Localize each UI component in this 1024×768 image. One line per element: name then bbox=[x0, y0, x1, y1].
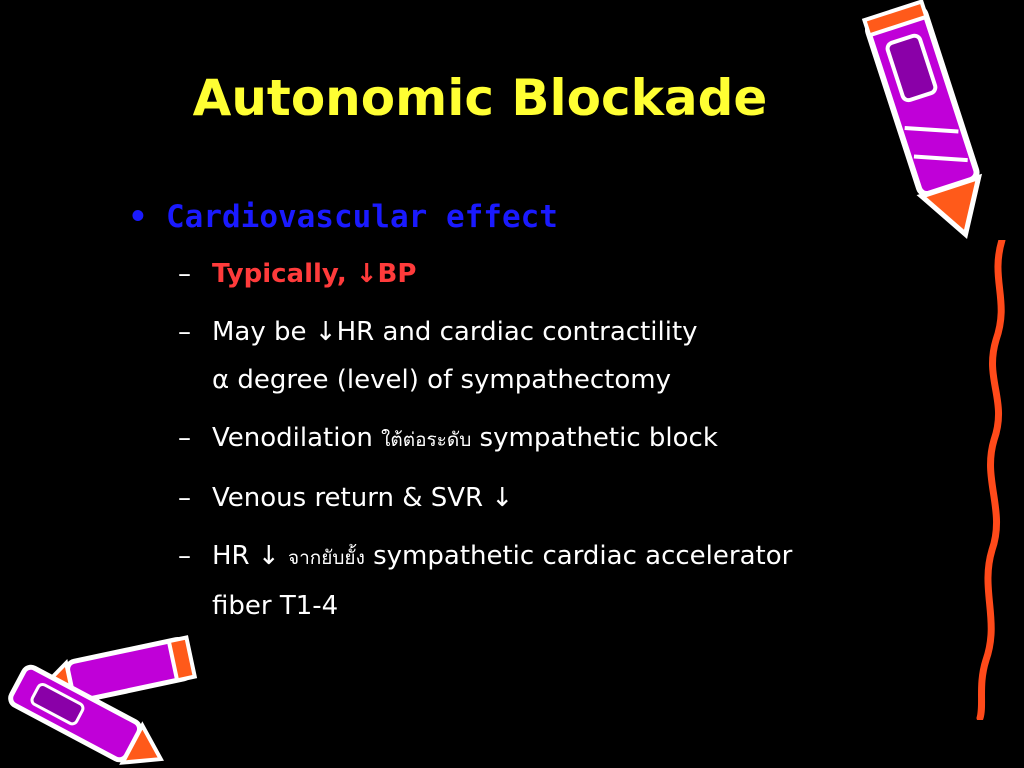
subitem-hr-contractility: – May be ↓HR and cardiac contractility α… bbox=[128, 308, 928, 404]
subitem-hr-accelerator: – HR ↓ จากยับยั้ง sympathetic cardiac ac… bbox=[128, 532, 928, 630]
squiggle-line-icon bbox=[976, 240, 1006, 720]
bullet-glyph: • bbox=[128, 199, 148, 235]
subitem-line-1: May be ↓HR and cardiac contractility bbox=[212, 317, 698, 347]
subitem-text-post: sympathetic block bbox=[471, 423, 718, 453]
crayon-top-right-icon bbox=[861, 0, 983, 239]
bullet-cardiovascular-effect: • Cardiovascular effect bbox=[128, 192, 928, 242]
subitem-text: Venous return & SVR ↓ bbox=[212, 483, 514, 513]
slide-content: • Cardiovascular effect – Typically, ↓BP… bbox=[128, 192, 928, 640]
subitem-line-2: α degree (level) of sympathectomy bbox=[212, 365, 671, 395]
subitem-venous-return: – Venous return & SVR ↓ bbox=[128, 474, 928, 522]
bullet-text: Cardiovascular effect bbox=[166, 199, 558, 235]
dash-glyph: – bbox=[178, 317, 191, 347]
dash-glyph: – bbox=[178, 483, 191, 513]
subitem-text-pre: HR ↓ bbox=[212, 541, 288, 571]
subitem-text: Typically, ↓BP bbox=[212, 259, 417, 289]
subitem-typically-bp: – Typically, ↓BP bbox=[128, 250, 928, 298]
subitem-venodilation: – Venodilation ใต้ต่อระดับ sympathetic b… bbox=[128, 414, 928, 464]
dash-glyph: – bbox=[178, 541, 191, 571]
subitem-line-2: fiber T1-4 bbox=[212, 591, 339, 621]
slide-title: Autonomic Blockade bbox=[192, 69, 768, 127]
subitem-text-post: sympathetic cardiac accelerator bbox=[364, 541, 793, 571]
crayon-bottom-left-icon bbox=[8, 635, 198, 765]
dash-glyph: – bbox=[178, 259, 191, 289]
dash-glyph: – bbox=[178, 423, 191, 453]
subitem-thai-text: จากยับยั้ง bbox=[287, 547, 365, 569]
subitem-thai-text: ใต้ต่อระดับ bbox=[381, 429, 472, 451]
subitem-text-pre: Venodilation bbox=[212, 423, 382, 453]
